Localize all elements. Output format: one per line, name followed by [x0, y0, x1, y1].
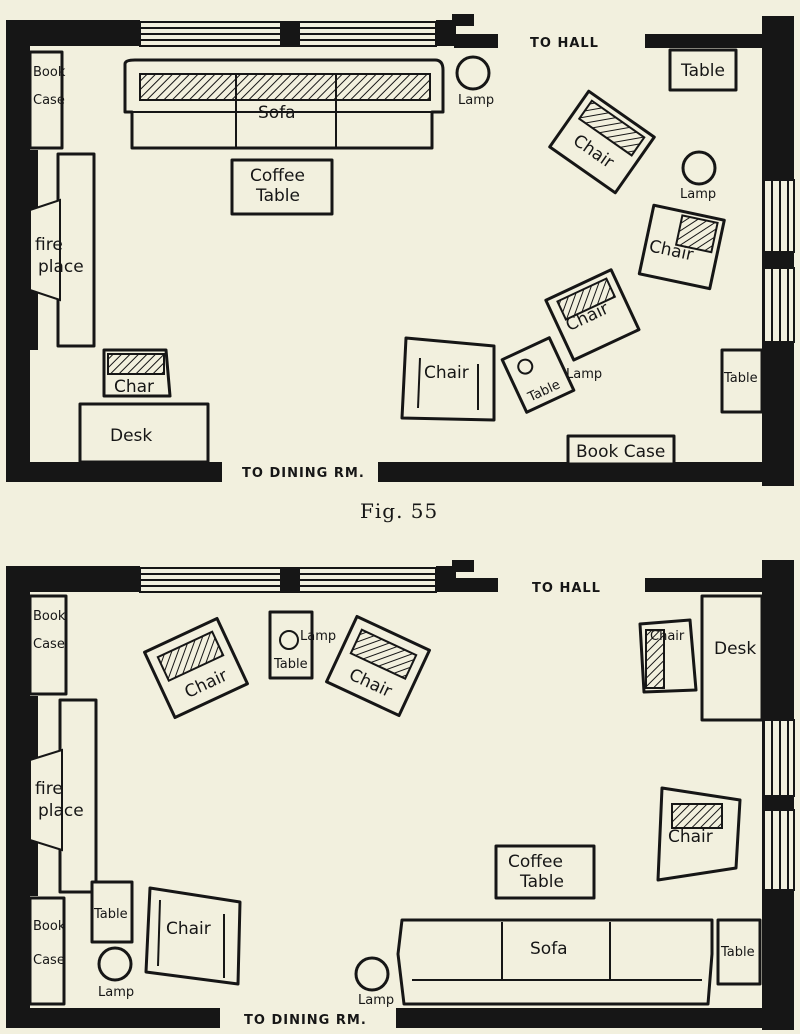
svg-text:Book Case: Book Case: [576, 442, 665, 462]
armchair-a: Chair: [143, 616, 249, 720]
lamp-bottom: Lamp: [354, 956, 394, 1008]
coffee-table: Coffee Table: [494, 844, 596, 900]
table-middle: Table: [500, 336, 576, 414]
table-top-right: Table: [668, 48, 738, 92]
svg-text:Table: Table: [519, 872, 564, 892]
svg-text:Table: Table: [273, 657, 308, 672]
svg-text:fire: fire: [35, 235, 63, 255]
armchair-c: Chair: [544, 268, 641, 362]
svg-text:Lamp: Lamp: [458, 93, 494, 108]
svg-text:Lamp: Lamp: [358, 993, 394, 1008]
svg-text:Coffee: Coffee: [250, 166, 305, 186]
armchair-right: Chair: [656, 786, 742, 882]
floor-plan-1: TO HALL TO DINING RM. Book Case fire pla…: [6, 14, 795, 486]
coffee-table: Coffee Table: [230, 158, 334, 216]
door-label-hall: TO HALL: [532, 581, 601, 596]
table-top: Table: [268, 610, 314, 680]
svg-text:Case: Case: [33, 637, 65, 652]
svg-text:Coffee: Coffee: [508, 852, 563, 872]
svg-text:Chair: Chair: [166, 919, 211, 939]
bookcase-top-left: Book Case: [28, 50, 66, 150]
door-label-dining: TO DINING RM.: [244, 1013, 367, 1028]
svg-text:Chair: Chair: [650, 629, 685, 644]
table-right-wall: Table: [720, 348, 764, 414]
svg-text:Book: Book: [33, 919, 66, 934]
lamp-middle-label: Lamp: [566, 367, 602, 382]
window-top: [139, 21, 437, 47]
svg-text:Sofa: Sofa: [530, 939, 568, 959]
table-left: Table: [90, 880, 134, 944]
svg-text:Book: Book: [33, 65, 66, 80]
svg-text:Table: Table: [680, 61, 725, 81]
armchair-left: Chair: [144, 886, 242, 986]
armchair-a: Chair: [548, 89, 656, 195]
svg-text:Sofa: Sofa: [258, 103, 296, 123]
sofa: Sofa: [123, 58, 445, 150]
lamp-right: Lamp: [680, 150, 717, 202]
window-right: [763, 719, 795, 891]
lamp-top-label: Lamp: [300, 629, 336, 644]
svg-text:place: place: [38, 801, 84, 821]
svg-text:Lamp: Lamp: [680, 187, 716, 202]
bookcase-bottom-left: Book Case: [28, 896, 66, 1006]
fireplace: fire place: [6, 696, 98, 896]
svg-text:Chair: Chair: [668, 827, 713, 847]
desk: Desk: [700, 594, 764, 722]
armchair-d: Chair: [400, 336, 496, 422]
svg-text:Case: Case: [33, 93, 65, 108]
bookcase-bottom: Book Case: [566, 434, 676, 466]
svg-text:Lamp: Lamp: [98, 985, 134, 1000]
svg-text:Chair: Chair: [424, 363, 469, 383]
svg-text:Table: Table: [723, 371, 758, 386]
svg-text:Table: Table: [255, 186, 300, 206]
bookcase-top-left: Book Case: [28, 594, 68, 696]
svg-text:Book: Book: [33, 609, 66, 624]
svg-text:fire: fire: [35, 779, 63, 799]
window-right: [763, 179, 795, 343]
floor-plan-2: TO HALL TO DINING RM. Book Case Chair Ta…: [6, 560, 795, 1030]
door-label-dining: TO DINING RM.: [242, 466, 365, 481]
armchair-b: Chair: [637, 203, 726, 291]
desk-chair: Chair: [638, 618, 698, 694]
desk-chair: Char: [102, 348, 172, 398]
svg-text:Char: Char: [114, 377, 154, 397]
figure-caption: Fig. 55: [360, 499, 438, 523]
desk: Desk: [78, 402, 210, 464]
fireplace: fire place: [6, 150, 96, 350]
sofa: Sofa: [396, 918, 714, 1006]
armchair-b: Chair: [325, 614, 431, 718]
lamp-top: Lamp: [455, 55, 494, 108]
svg-text:Desk: Desk: [110, 426, 152, 446]
svg-text:Desk: Desk: [714, 639, 756, 659]
svg-text:Table: Table: [720, 945, 755, 960]
window-top: [139, 567, 437, 593]
lamp-left: Lamp: [97, 946, 134, 1000]
svg-text:Table: Table: [93, 907, 128, 922]
table-bottom-right: Table: [716, 918, 762, 986]
door-label-hall: TO HALL: [530, 36, 599, 51]
svg-text:Case: Case: [33, 953, 65, 968]
svg-text:place: place: [38, 257, 84, 277]
